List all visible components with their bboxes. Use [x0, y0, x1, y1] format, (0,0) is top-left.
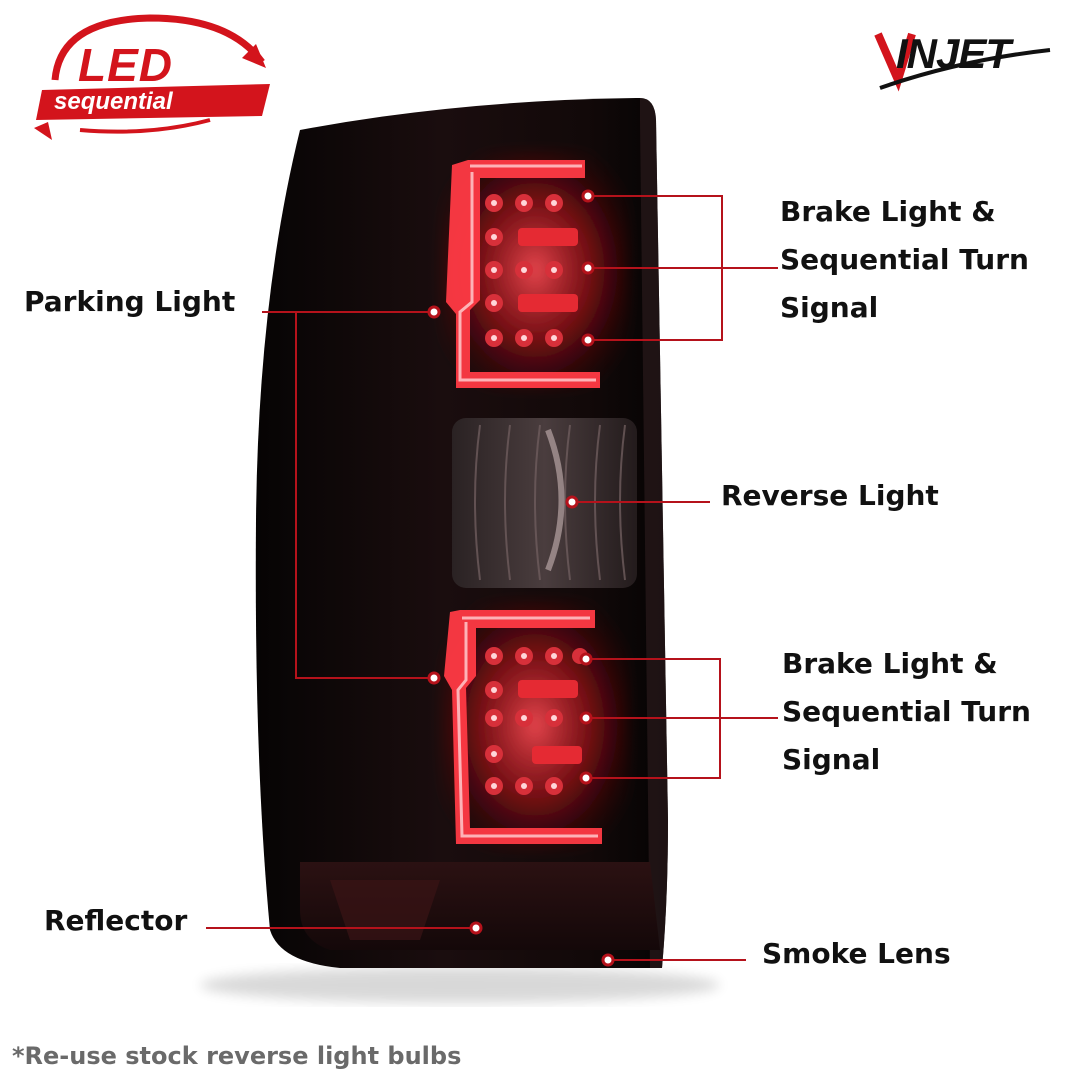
- led-sequential-logo-graphic: [34, 14, 270, 140]
- parking-light-label: Parking Light: [24, 285, 236, 318]
- brake-top-line-2: Sequential Turn: [780, 243, 1029, 276]
- brake-bottom-line-3: Signal: [782, 743, 881, 776]
- sequential-logo-text: sequential: [54, 88, 173, 115]
- reflector-label: Reflector: [44, 904, 188, 937]
- footnote: *Re-use stock reverse light bulbs: [12, 1042, 462, 1070]
- reverse-light-label: Reverse Light: [721, 479, 939, 512]
- drop-shadow: [200, 967, 720, 1003]
- brake-top-line-1: Brake Light &: [780, 195, 996, 228]
- smoke-lens-label: Smoke Lens: [762, 937, 951, 970]
- sequential-banner: [36, 84, 270, 120]
- brake-light-bottom-label: Brake Light & Sequential Turn Signal: [782, 640, 1031, 784]
- brake-light-top-label: Brake Light & Sequential Turn Signal: [780, 188, 1029, 332]
- brake-top-line-3: Signal: [780, 291, 879, 324]
- winjet-logo-text: INJET: [896, 30, 1011, 77]
- led-logo-text: LED: [78, 39, 173, 91]
- leader-dots: [427, 189, 615, 967]
- brake-bottom-line-2: Sequential Turn: [782, 695, 1031, 728]
- lower-light-bar: [444, 610, 602, 844]
- winjet-logo-graphic: [874, 32, 1051, 92]
- upper-led-block: [440, 150, 630, 390]
- housing-edge: [640, 98, 668, 968]
- leader-lines: [206, 195, 778, 961]
- lower-led-block: [440, 600, 630, 850]
- brake-bottom-line-1: Brake Light &: [782, 647, 998, 680]
